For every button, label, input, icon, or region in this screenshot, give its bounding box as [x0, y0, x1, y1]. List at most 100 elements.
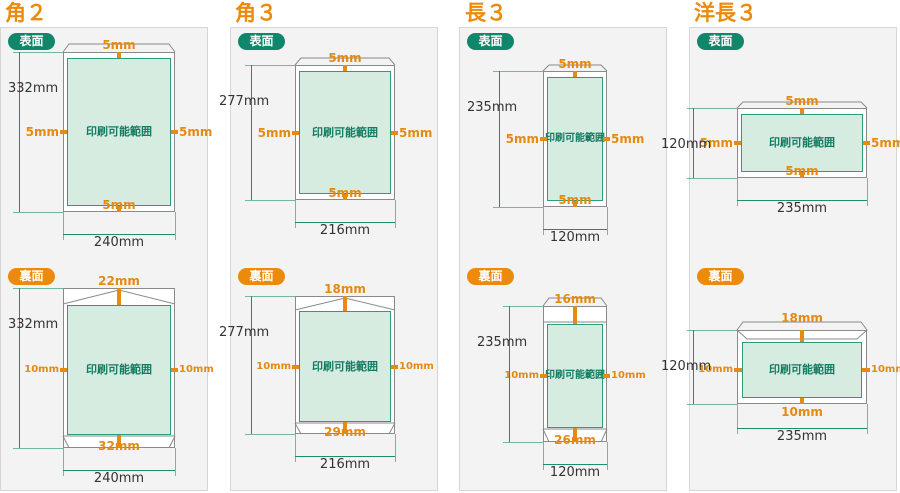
panel-2-front-height-dimension-line — [251, 65, 252, 200]
panel-1-back-badge: 裏面 — [8, 268, 55, 285]
panel-3-back-printable-label: 印刷可能範囲 — [545, 370, 605, 381]
panel-3-back-height-dimension-tick-top — [503, 306, 543, 307]
panel-3-back-bottom-margin-label: 26mm — [554, 433, 596, 447]
panel-1-back-height-label: 332mm — [8, 317, 59, 332]
panel-2-back-width-label: 216mm — [319, 457, 371, 472]
panel-4-back-height-label: 120mm — [661, 359, 712, 374]
panel-3-front-height-label: 235mm — [467, 100, 518, 115]
panel-1-front-width-dimension-tick-left — [63, 212, 64, 240]
panel-3-front-width-dimension-tick-left — [543, 207, 544, 235]
panel-3-back-left-margin-marker — [540, 374, 547, 378]
panel-4-front-width-dimension-line — [737, 200, 867, 201]
panel-1-front-left-margin-marker — [60, 130, 67, 134]
panel-4-back-badge: 裏面 — [697, 268, 744, 285]
panel-1-back-right-margin-label: 10mm — [179, 364, 214, 375]
panel-4-back-height-dimension-tick-top — [687, 330, 737, 331]
panel-2-front-width-dimension-line — [295, 222, 395, 223]
panel-1-front-printable-label: 印刷可能範囲 — [86, 125, 152, 138]
panel-1-back-left-margin-label: 10mm — [24, 364, 59, 375]
panel-3-title: 長３ — [465, 1, 507, 25]
panel-3-back-width-dimension-line — [543, 464, 607, 465]
panel-4-back-right-margin-label: 10mm — [871, 364, 900, 375]
panel-2-back-height-dimension-tick-top — [245, 296, 295, 297]
panel-4-back-height-dimension-line — [693, 330, 694, 404]
panel-2-back-height-label: 277mm — [219, 325, 270, 340]
panel-3-front-bottom-margin-label: 5mm — [558, 193, 592, 207]
panel-3-back-left-margin-label: 10mm — [504, 370, 539, 381]
panel-3-back-width-label: 120mm — [549, 465, 601, 480]
panel-2-back-width-dimension-line — [295, 456, 395, 457]
panel-2-title: 角３ — [235, 1, 277, 25]
panel-2-back-right-margin-label: 10mm — [399, 360, 434, 372]
panel-2-front-printable-label: 印刷可能範囲 — [312, 125, 378, 139]
panel-2-front-width-dimension-tick-right — [395, 200, 396, 228]
panel-2-front-right-margin-label: 5mm — [399, 125, 433, 140]
panel-1-front-bottom-margin-marker — [117, 206, 121, 212]
panel-3-front-height-dimension-tick-bottom — [493, 207, 543, 208]
panel-1-front-right-margin-marker — [171, 130, 178, 134]
panel-1-front-badge: 表面 — [8, 33, 55, 50]
panel-1-front-flap — [62, 43, 176, 53]
panel-4-front-height-label: 120mm — [661, 137, 712, 152]
panel-4-back-bottom-margin-label: 10mm — [781, 405, 823, 419]
panel-1-back-width-dimension-line — [63, 470, 175, 471]
panel-4-front-right-margin-marker — [863, 141, 870, 145]
panel-2-back-badge: 裏面 — [238, 268, 285, 285]
panel-2-front-height-label: 277mm — [219, 94, 270, 109]
panel-2-back-top-margin-marker — [343, 296, 347, 311]
panel-3-front-width-dimension-tick-right — [607, 207, 608, 235]
panel-4-front-width-dimension-tick-right — [867, 178, 868, 206]
panel-4-back-bottom-margin-marker — [800, 398, 804, 404]
panel-4-back-width-dimension-tick-right — [867, 404, 868, 434]
panel-4-back-left-margin-label: 10mm — [698, 364, 733, 375]
panel-2-back-height-dimension-line — [251, 296, 252, 434]
panel-1-back-height-dimension-tick-bottom — [13, 448, 63, 449]
panel-4-back-top-margin-marker — [800, 330, 804, 342]
panel-2-back-bottom-margin-label: 29mm — [324, 425, 366, 439]
panel-4-back-left-margin-marker — [734, 368, 742, 372]
panel-2-front-badge: 表面 — [238, 33, 285, 50]
panel-3-front-top-margin-marker — [573, 71, 577, 77]
panel-4-front-top-margin-label: 5mm — [785, 94, 819, 108]
panel-4-back-width-label: 235mm — [776, 429, 828, 444]
panel-2-back-left-margin-marker — [292, 364, 299, 369]
panel-3-back-right-margin-marker — [603, 374, 610, 378]
panel-3-back-width-dimension-tick-right — [607, 442, 608, 470]
panel-4-back-width-dimension-tick-left — [737, 404, 738, 434]
panel-4-front-printable-label: 印刷可能範囲 — [769, 136, 835, 149]
panel-1-front-right-margin-label: 5mm — [179, 125, 213, 139]
panel-2-back-height-dimension-tick-bottom — [245, 434, 295, 435]
panel-2-back-left-margin-label: 10mm — [256, 360, 291, 372]
panel-1-back-printable-area — [67, 305, 171, 435]
panel-2-back-width-dimension-tick-left — [295, 434, 296, 462]
panel-3-front-flap — [542, 64, 608, 72]
panel-4-front-badge: 表面 — [697, 33, 744, 50]
panel-1-front-height-dimension-line — [19, 52, 20, 212]
panel-4-front-left-margin-marker — [734, 141, 741, 145]
panel-1-front-width-dimension-line — [63, 234, 175, 235]
panel-1-back-bottom-margin-marker — [117, 435, 121, 448]
panel-3-back-printable-area — [547, 324, 603, 428]
panel-1-front-top-margin-marker — [117, 52, 121, 58]
panel-4-front-left-margin-label: 5mm — [699, 136, 733, 150]
panel-3-back-height-dimension-line — [509, 306, 510, 442]
panel-2-front-right-margin-marker — [391, 130, 398, 135]
panel-3-back-bottom-margin-marker — [573, 428, 577, 442]
panel-2-back-top-margin-label: 18mm — [324, 282, 366, 296]
panel-2-front-top-margin-marker — [343, 65, 347, 71]
panel-4-title: 洋長３ — [694, 1, 757, 25]
panel-1-back-printable-label: 印刷可能範囲 — [86, 363, 152, 376]
panel-2-front-bottom-margin-marker — [343, 194, 347, 200]
panel-4-back-flap — [736, 321, 868, 340]
panel-1-front-printable-area — [67, 58, 171, 206]
panel-4-background — [689, 27, 897, 491]
panel-1-back-width-dimension-tick-right — [175, 448, 176, 476]
panel-2-front-width-label: 216mm — [319, 223, 371, 238]
panel-4-front-printable-area — [741, 114, 863, 172]
panel-1-back-top-margin-label: 22mm — [98, 274, 140, 288]
panel-1-back-top-margin-marker — [117, 288, 121, 305]
panel-4-front-width-dimension-tick-left — [737, 178, 738, 206]
panel-2-front-bottom-margin-label: 5mm — [328, 186, 362, 200]
panel-1-title: 角２ — [5, 1, 47, 25]
